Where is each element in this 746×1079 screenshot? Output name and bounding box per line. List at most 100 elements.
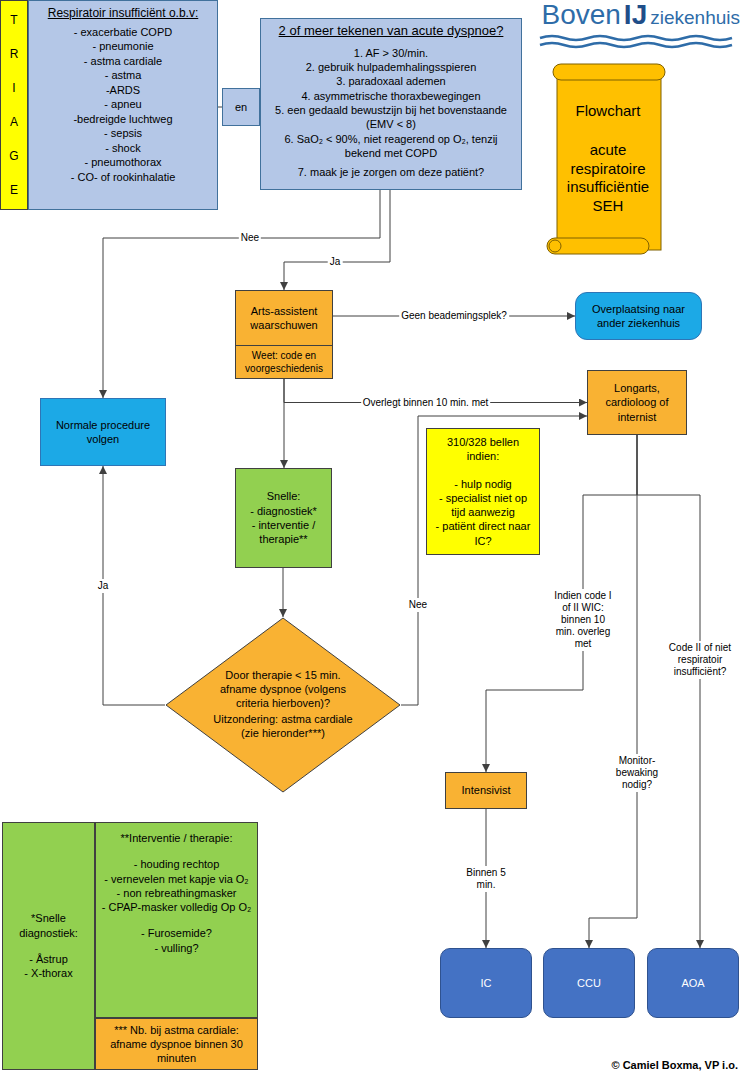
terminal-box: Normale procedure volgen [40,398,166,466]
node-text: - non rebreathingmasker [100,886,253,900]
logo-waves [538,34,744,50]
criteria-box: 2 of meer tekenen van acute dyspnoe? 1. A… [260,18,522,190]
edge-label: Indien code I of II WIC: binnen 10 min. … [549,589,617,651]
title-scroll: Flowchart acute respiratoire insufficiënt… [545,62,667,274]
node-text: - hulp nodig [431,477,535,491]
node-text: *Snelle diagnostiek: [7,911,90,940]
note-box: *** Nb. bij astma cardiale: afname dyspn… [95,1018,258,1070]
node-text: - astma [35,68,211,83]
node-text: - sepsis [35,126,211,141]
logo-text: ziekenhuis [650,1,740,35]
edge-label: Nee [239,231,261,245]
node-text: 3. paradoxaal ademen [267,74,515,88]
destination-box: CCU [543,948,635,1018]
legend-box: **Interventie / therapie: - houding recht… [95,822,258,1018]
node-text: **Interventie / therapie: [100,831,253,845]
edge-label: Overlegt binnen 10 min. met [361,396,491,410]
node-text: 5. een gedaald bewustzijn bij het bovens… [267,103,515,132]
shape-spacer [165,617,401,669]
scroll-roll [547,238,649,254]
node-text: Arts-assistent waarschuwen [236,291,332,345]
node-text: - X-thorax [7,966,90,980]
edge-label: Geen beademingsplek? [399,309,509,323]
node-text: -bedreigde luchtweg [35,112,211,127]
connector [637,435,700,948]
node-text: - apneu [35,97,211,112]
wave-line [540,43,732,47]
connector [284,190,390,290]
node-text: 1. AF > 30/min. [267,46,515,60]
node-text: acute respiratoire insufficiëntie SEH [559,141,657,216]
node-text: Normale procedure volgen [45,418,161,447]
diamond-outline [166,618,400,792]
diamond-text: Door therapie < 15 min. afname dyspnoe (… [165,617,401,793]
node-text: - houding rechtop [100,857,253,871]
note-box: 310/328 bellen indien: - hulp nodig- spec… [426,428,540,555]
destination-box: AOA [647,948,739,1018]
terminal-box: Overplaatsing naar ander ziekenhuis [575,292,702,340]
node-text: -ARDS [35,83,211,98]
connector [401,416,587,705]
node-text: 4. asymmetrische thoraxbewegingen [267,89,515,103]
node-text: - astma cardiale [35,54,211,69]
node-text: - pneumonie [35,39,211,54]
connector [589,435,637,948]
node-text: 2. gebruik hulpademhalingsspieren [267,60,515,74]
connector-box: en [222,88,260,126]
node-text: - exacerbatie COPD [35,25,211,40]
connector [103,466,165,705]
node-text: CCU [548,976,630,990]
process-box: Snelle:- diagnostiek*- interventie / the… [235,468,332,568]
node-text: 7. maak je je zorgen om deze patiënt? [267,165,515,179]
node-text: - interventie / therapie** [240,518,327,547]
wave-line [540,36,732,40]
copyright-note: © Camiel Boxma, VP i.o. [612,1059,739,1071]
node-text: Flowchart [559,102,657,121]
node-text: 2 of meer tekenen van acute dyspnoe? [267,23,515,40]
node-text: - shock [35,141,211,156]
edge-label: Binnen 5 min. [459,866,513,892]
process-box: Arts-assistent waarschuwenWeet: code en … [235,290,333,379]
node-text: - CPAP-masker volledig Op O₂ [100,900,253,914]
node-text: Longarts, cardioloog of internist [592,381,682,424]
node-text: Intensivist [450,783,522,797]
node-text: - Åstrup [7,952,90,966]
connector [103,190,380,398]
node-text: Weet: code en voorgeschiedenis [236,345,332,378]
node-text: en [227,100,255,114]
edge-label: Code II of niet respiratoir insufficiënt… [664,641,736,679]
node-text: Door therapie < 15 min. afname dyspnoe (… [165,669,401,710]
node-text: IC [445,976,527,990]
node-text: - vernevelen met kapje via O₂ [100,872,253,886]
edge-label: Ja [328,255,343,269]
process-box: Longarts, cardioloog of internist [587,370,687,435]
node-text: - CO- of rookinhalatie [35,170,211,185]
node-text: - diagnostiek* [240,504,327,518]
node-text: Overplaatsing naar ander ziekenhuis [580,302,697,331]
node-text: - vulling? [100,941,253,955]
destination-box: IC [440,948,532,1018]
node-text: Uitzondering: astma cardiale (zie hieron… [165,713,401,741]
decision-diamond: Door therapie < 15 min. afname dyspnoe (… [165,617,401,793]
edge-label: Nee [407,598,429,612]
edge-label: Ja [96,579,111,593]
process-box: Intensivist [445,772,527,809]
node-text: - patiënt direct naar IC? [431,519,535,548]
connector [283,568,284,617]
legend-box: *Snelle diagnostiek: - Åstrup- X-thorax [2,822,95,1070]
scroll-curl [549,240,561,252]
scroll-text: Flowchart acute respiratoire insufficiënt… [559,84,657,234]
criteria-box: Respiratoir insufficiënt o.b.v: - exacerb… [28,0,218,210]
node-text: 310/328 bellen indien: [431,435,535,464]
triage-band: TRIAGE [0,0,28,210]
node-text: 6. SaO₂ < 90%, niet reagerend op O₂, ten… [267,132,515,161]
logo: BovenIJziekenhuis [541,0,740,35]
node-text: *** Nb. bij astma cardiale: afname dyspn… [100,1023,253,1066]
scroll-roll [553,64,665,80]
node-text: Respiratoir insufficiënt o.b.v: [35,6,211,22]
node-text: - specialist niet op tijd aanwezig [431,491,535,520]
node-text: AOA [652,976,734,990]
logo-text: IJ [624,0,647,32]
scroll-body [557,72,661,250]
connector [284,379,285,468]
